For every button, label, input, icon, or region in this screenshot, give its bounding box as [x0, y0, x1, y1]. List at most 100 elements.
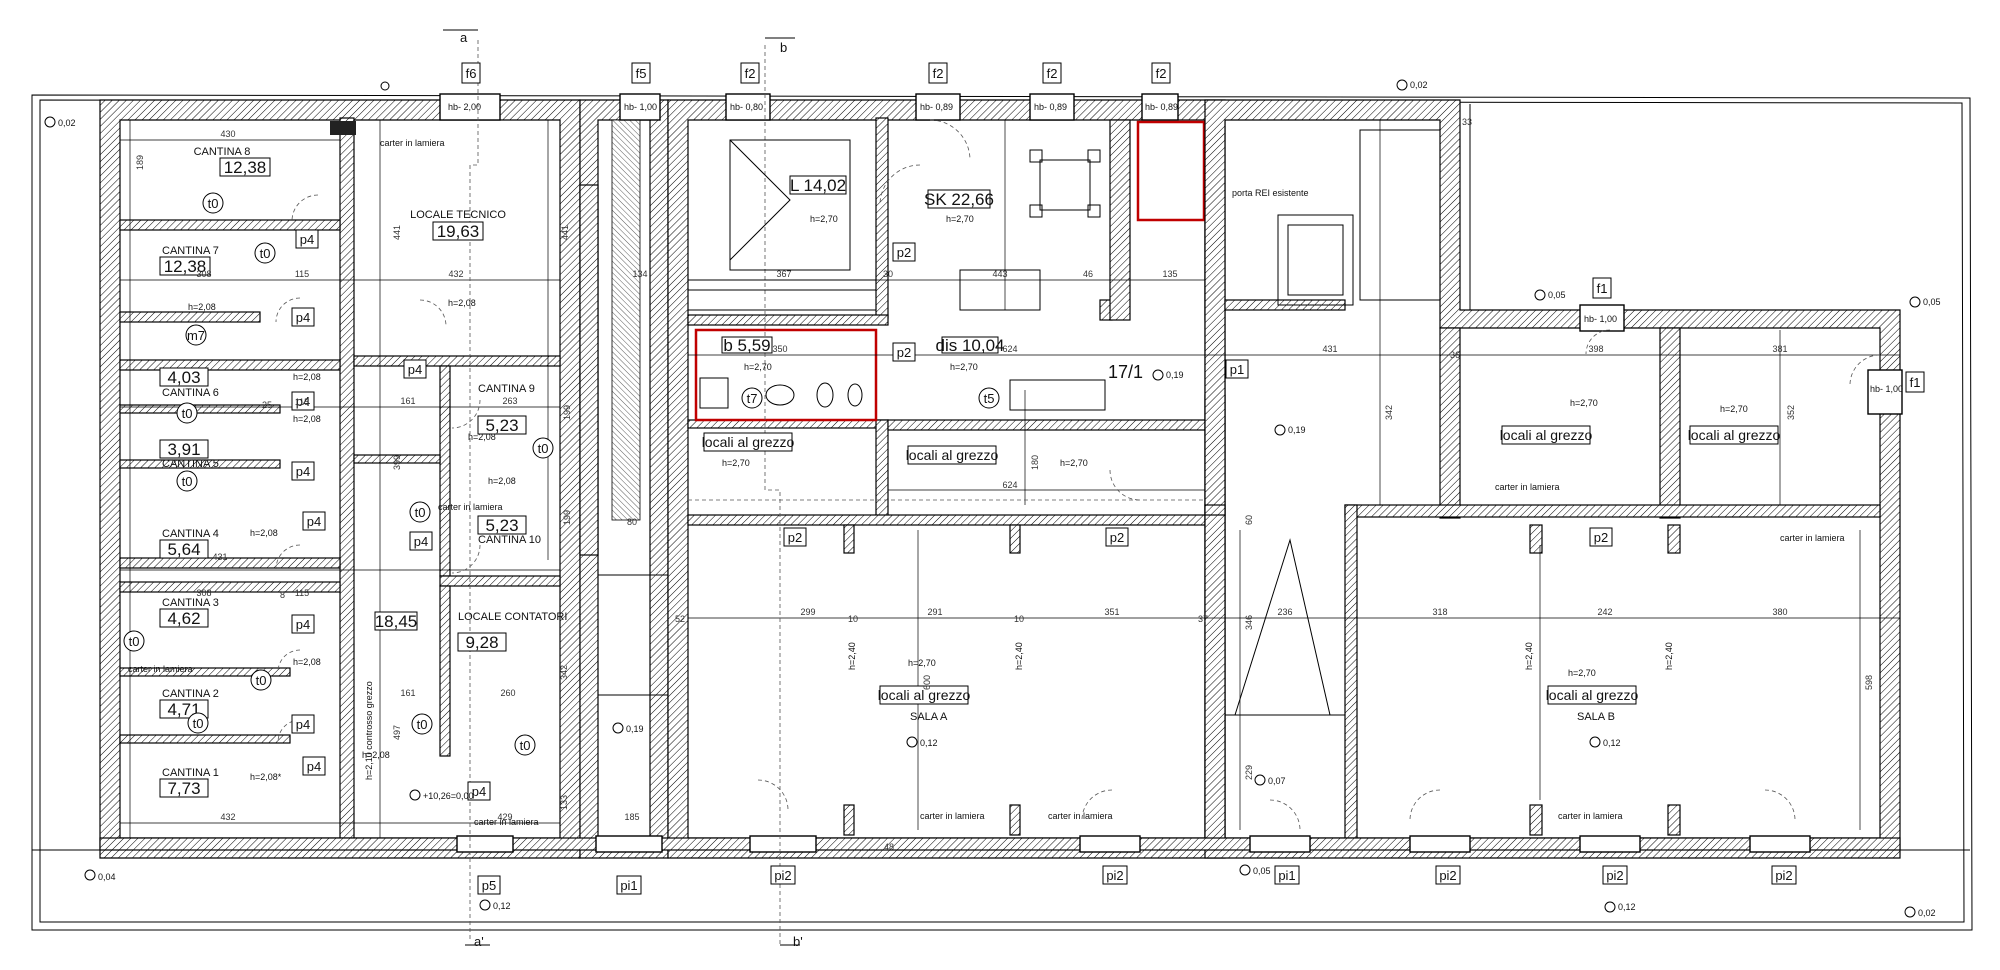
dim-30: 30: [883, 269, 893, 279]
dim-199a: 199: [562, 405, 572, 420]
window-hb-f5: hb- 1,00: [624, 102, 657, 112]
window-tag-f2b: f2: [933, 66, 944, 81]
height-5: h=2,08: [293, 657, 321, 667]
dim-80: 80: [627, 517, 637, 527]
window-hb-f2b: hb- 0,89: [920, 102, 953, 112]
note-carter-1: carter in lamiera: [380, 138, 445, 148]
door-tag-p2e: p2: [1594, 530, 1608, 545]
room-area-cantina3: 4,62: [167, 609, 200, 628]
door-tag-p2c: p2: [788, 530, 802, 545]
kitchen-highlight: [1136, 120, 1206, 222]
room-area-cantina5: 3,91: [167, 440, 200, 459]
raw-area-2: locali al grezzo: [906, 447, 999, 463]
symbol-t0-11: t0: [520, 738, 531, 753]
dim-430: 430: [220, 129, 235, 139]
apartment-unit: 17/1: [1108, 362, 1143, 382]
room-name-cantina2: CANTINA 2: [162, 688, 219, 700]
door-tag-p4e: p4: [296, 464, 310, 479]
right-block-walls: [1204, 99, 1901, 859]
symbol-t0-3: t0: [182, 406, 193, 421]
dining-table: [1039, 159, 1091, 211]
dim-25: 25: [262, 400, 272, 410]
raw-area-3: locali al grezzo: [1500, 427, 1593, 443]
door-tag-p1: p1: [1230, 362, 1244, 377]
door-tag-p4c: p4: [408, 362, 422, 377]
dim-308a: 308: [196, 269, 211, 279]
dim-229: 229: [1244, 765, 1254, 780]
window-hb-f1b: hb- 1,00: [1870, 384, 1903, 394]
room-area-cantina8: 12,38: [224, 158, 267, 177]
window-tag-f6: f6: [466, 66, 477, 81]
door-tag-pi2e: pi2: [1775, 868, 1792, 883]
height-13: h=2,70: [744, 362, 772, 372]
room-name-cantina8: CANTINA 8: [194, 146, 251, 158]
dim-429: 429: [497, 812, 512, 822]
dim-52: 52: [675, 614, 685, 624]
dim-600: 600: [922, 675, 932, 690]
dim-185: 185: [624, 812, 639, 822]
dim-242: 242: [1597, 607, 1612, 617]
window-hb-f2a: hb- 0,80: [730, 102, 763, 112]
height-18: h=2,70: [1570, 398, 1598, 408]
stair-strip-walls: [579, 99, 669, 859]
height-8: h=2,08: [468, 432, 496, 442]
symbol-t0-10: t0: [417, 717, 428, 732]
level-1: 0,02: [58, 118, 76, 128]
dim-189: 189: [135, 155, 145, 170]
window-hb-f6: hb- 2,00: [448, 102, 481, 112]
section-a: a: [460, 30, 468, 45]
furniture: [687, 119, 1106, 411]
symbol-t0-6: t0: [415, 505, 426, 520]
dim-431b: 431: [1322, 344, 1337, 354]
dim-443: 443: [992, 269, 1007, 279]
dim-180: 180: [1030, 455, 1040, 470]
dim-441a: 441: [392, 225, 402, 240]
level-7: 0,12: [1618, 902, 1636, 912]
dim-318: 318: [1432, 607, 1447, 617]
room-area-cantina6: 4,03: [167, 368, 200, 387]
window-tag-f1b: f1: [1910, 375, 1921, 390]
raw-area-1: locali al grezzo: [702, 434, 795, 450]
dim-431: 431: [212, 552, 227, 562]
level-14: 0,19: [626, 724, 644, 734]
dim-115c: 115: [295, 588, 309, 598]
height-17: h=2,70: [908, 658, 936, 668]
dim-598: 598: [1864, 675, 1874, 690]
door-tag-p4h: p4: [296, 617, 310, 632]
section-lines: [443, 29, 800, 946]
height-22: h=2,40: [1014, 642, 1024, 670]
level-12: 0,19: [1166, 370, 1184, 380]
note-carter-6: carter in lamiera: [1048, 811, 1113, 821]
height-12: h=2,70: [946, 214, 974, 224]
dim-37: 37: [1198, 614, 1208, 624]
dim-199b: 199: [562, 510, 572, 525]
dim-48: 48: [884, 842, 894, 852]
dim-351: 351: [1104, 607, 1119, 617]
dim-260: 260: [500, 688, 515, 698]
door-tag-p4f: p4: [307, 514, 321, 529]
room-name-cantina10: CANTINA 10: [478, 534, 541, 546]
apt-bath-area: b 5,59: [723, 336, 770, 355]
sala-b-label: SALA B: [1577, 711, 1615, 723]
apt-living-area: L 14,02: [790, 176, 846, 195]
dim-291: 291: [927, 607, 942, 617]
bathroom-highlight: [694, 328, 878, 422]
room-name-locale-contatori: LOCALE CONTATORI: [458, 611, 567, 623]
note-carter-3: carter in lamiera: [128, 664, 193, 674]
height-11: h=2,70: [810, 214, 838, 224]
door-tag-p4i: p4: [296, 717, 310, 732]
left-block-walls: [99, 99, 581, 859]
dim-36: 36: [1450, 350, 1460, 360]
room-area-cantina1: 7,73: [167, 779, 200, 798]
level-15: 0,12: [493, 901, 511, 911]
dim-624a: 624: [1002, 344, 1017, 354]
note-vespaio: h=2,10 controsso grezzo: [364, 681, 374, 780]
symbol-t0-8: t0: [256, 673, 267, 688]
door-tag-p4a: p4: [300, 232, 314, 247]
door-tag-p4g: p4: [414, 534, 428, 549]
dim-60: 60: [1244, 515, 1254, 525]
dim-381: 381: [1772, 344, 1787, 354]
height-3: h=2,08: [293, 414, 321, 424]
window-hb-f1a: hb- 1,00: [1584, 314, 1617, 324]
